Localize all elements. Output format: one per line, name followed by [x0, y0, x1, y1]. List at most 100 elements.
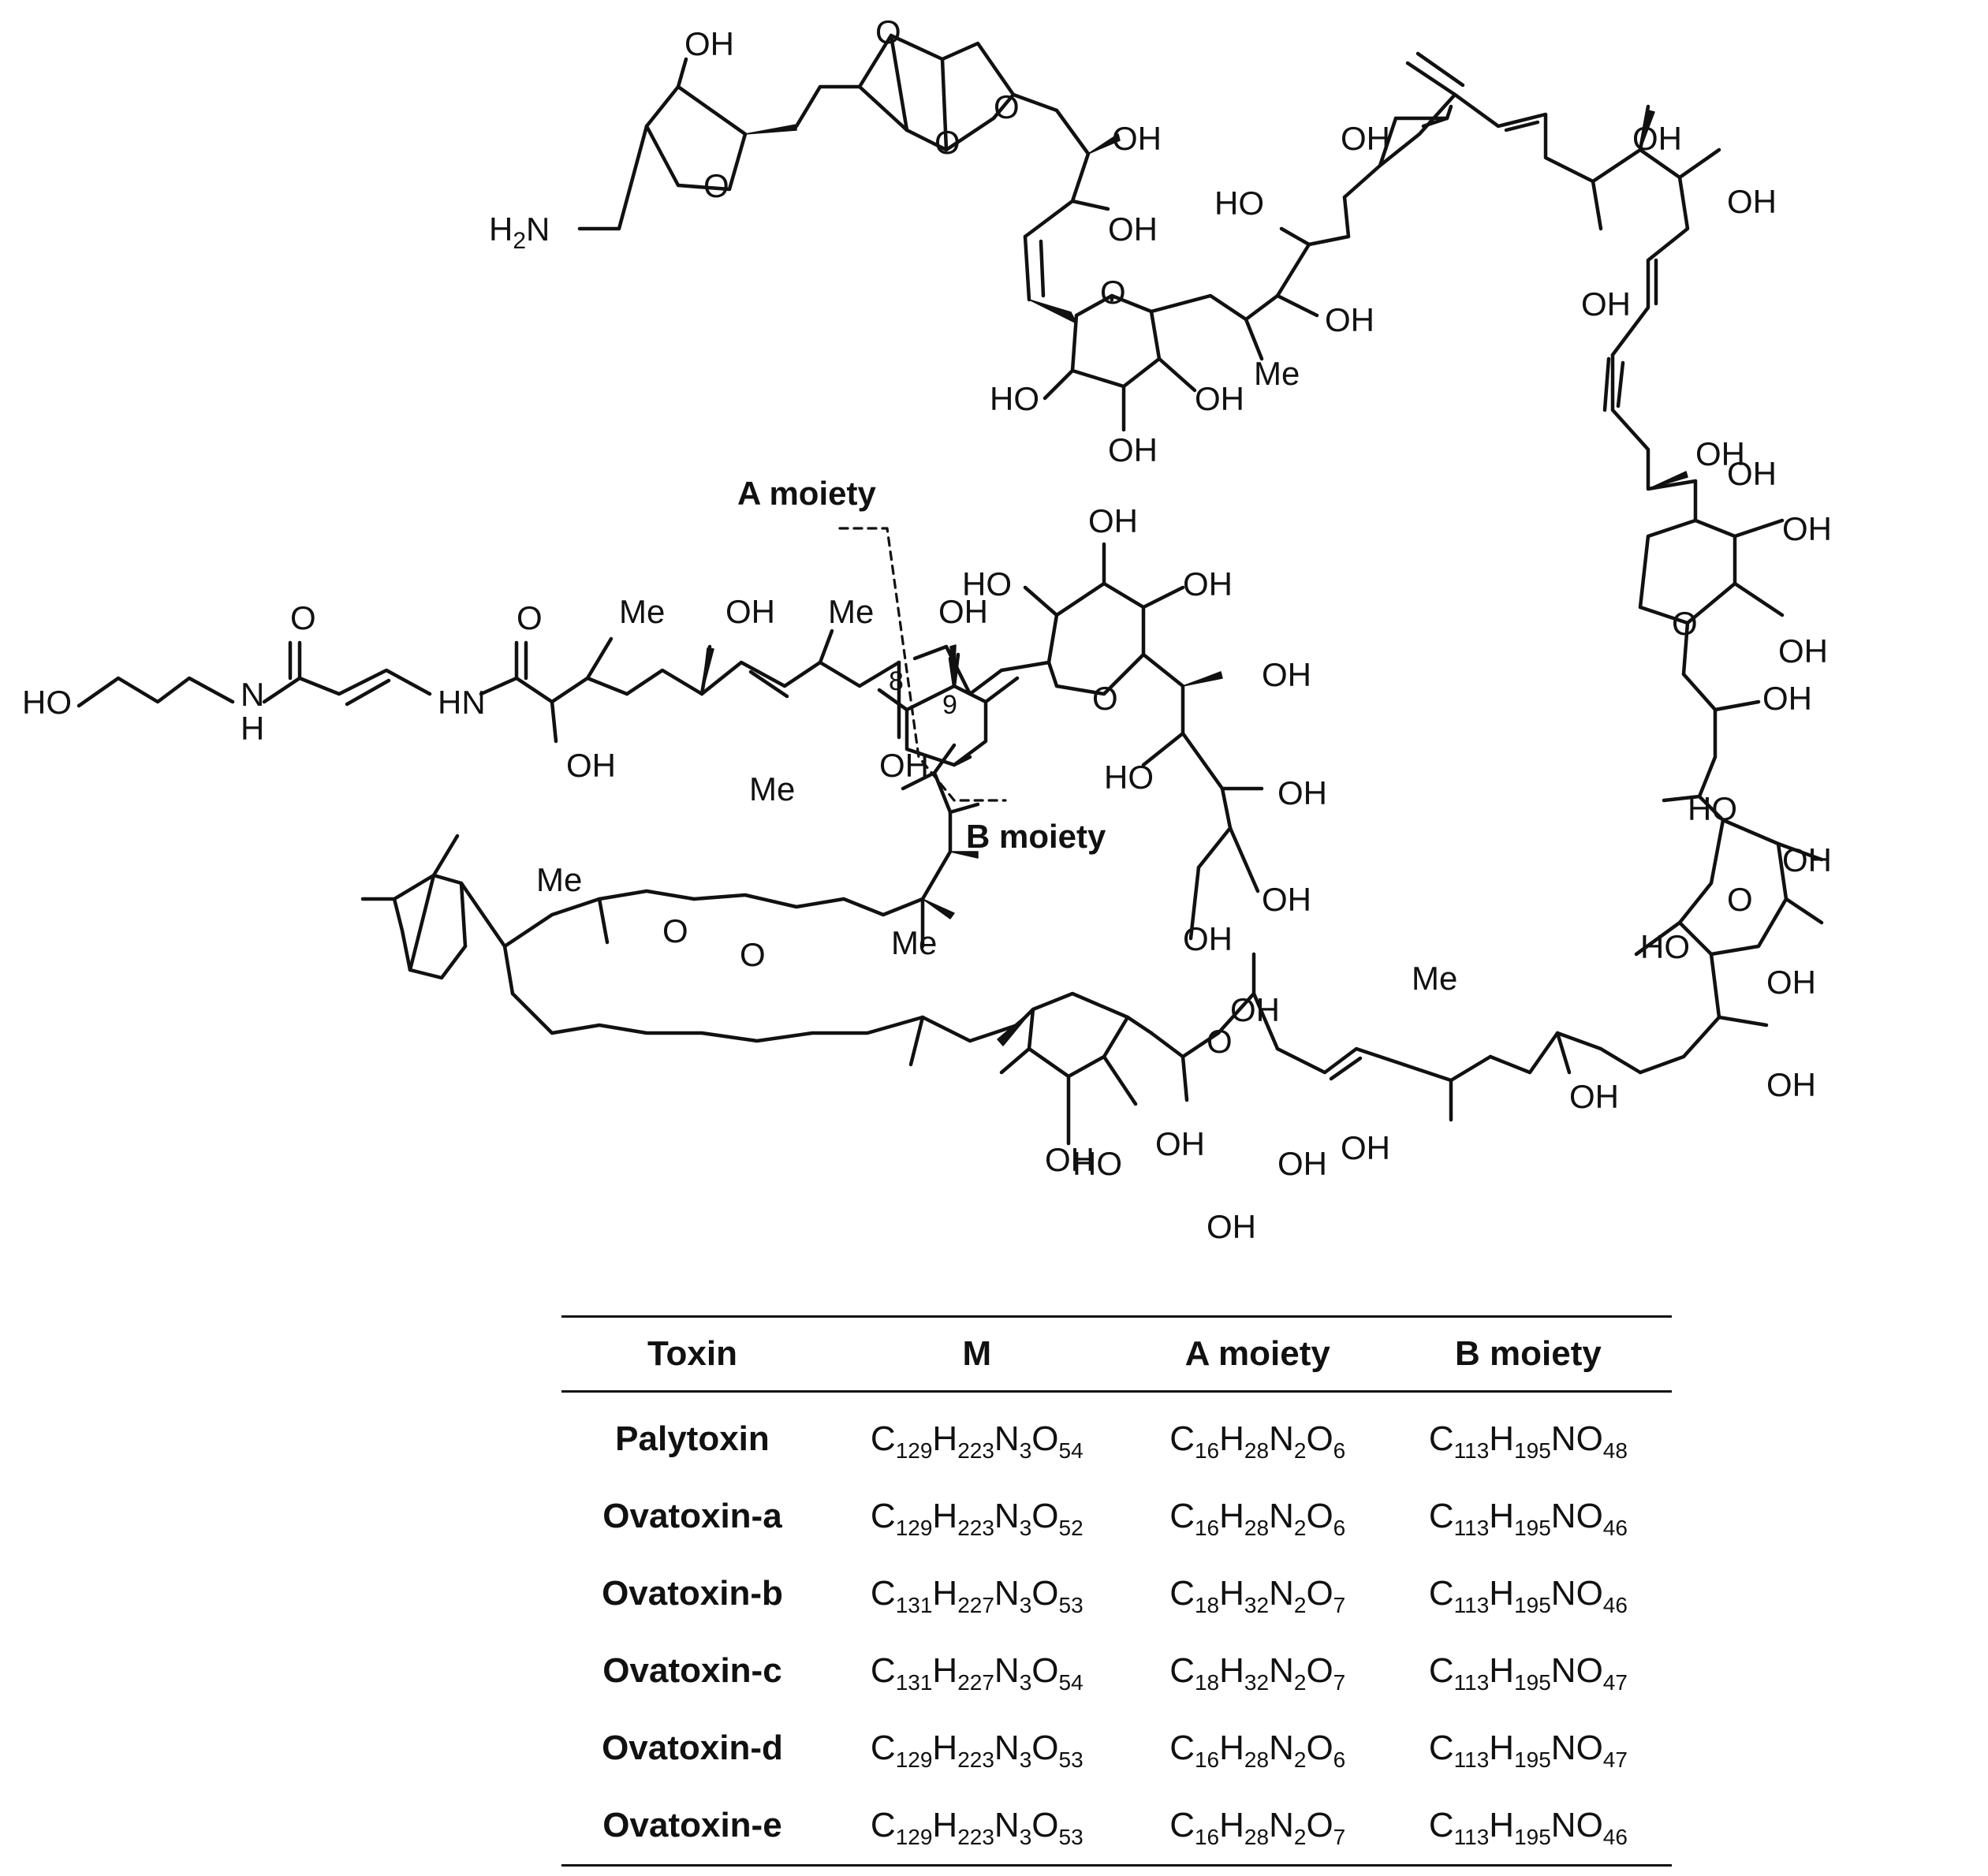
atom-label: HO [1072, 1145, 1122, 1182]
h-label: H [241, 710, 264, 747]
atom-label: OH [879, 747, 929, 784]
atom-label: O [517, 599, 543, 636]
toxin-name-cell: Ovatoxin-c [602, 1651, 782, 1690]
atom-label: OH [1207, 1208, 1256, 1245]
atom-label: OH [1766, 1066, 1816, 1103]
atom-label: O [1672, 605, 1698, 642]
atom-label: Me [1254, 355, 1300, 392]
formula-a-cell: C16H28N2O7 [1169, 1806, 1346, 1849]
atom-label: OH [1695, 435, 1745, 472]
formula-a-cell: C16H28N2O6 [1169, 1419, 1346, 1463]
header-a-moiety: A moiety [1184, 1334, 1330, 1373]
atom-label: HO [962, 565, 1012, 602]
atom-label: OH [1045, 1141, 1095, 1178]
table-header-row: Toxin M A moiety B moiety [561, 1316, 1672, 1392]
atom-label: OH [1277, 774, 1327, 811]
formula-m-cell: C129H223N3O53 [870, 1806, 1084, 1849]
atom-label: OH [1108, 211, 1158, 248]
atom-labels: OH O H2N O O O OH OH O HO OH OH Me OH HO… [22, 13, 1832, 1245]
atom-label: O [1092, 680, 1118, 717]
b-moiety-label: B moiety [966, 818, 1106, 855]
atom-label: OH [1581, 285, 1631, 323]
atom-label: OH [1183, 565, 1233, 602]
atom-label: O [703, 167, 729, 204]
atom-label: OH [1155, 1125, 1205, 1162]
atom-label: O [875, 13, 901, 50]
toxin-name-cell: Ovatoxin-b [602, 1574, 783, 1613]
atom-label: O [662, 912, 688, 949]
atom-label: OH [1762, 680, 1812, 717]
atom-label: OH [1778, 632, 1828, 669]
formula-m-cell: C129H223N3O54 [870, 1419, 1084, 1463]
atom-label: OH [1277, 1145, 1327, 1182]
atom-label: OH [1183, 920, 1233, 957]
atom-label: O [934, 124, 960, 161]
c9-number: 9 [942, 690, 957, 720]
atom-label: OH [1727, 183, 1777, 220]
atom-label: O [1100, 274, 1126, 311]
c8-number: 8 [889, 666, 904, 696]
atom-label: Me [891, 924, 937, 961]
atom-label: OH [1088, 502, 1138, 539]
toxin-name-cell: Palytoxin [615, 1419, 770, 1458]
atom-label: HO [1214, 185, 1264, 222]
atom-label: OH [1108, 431, 1158, 468]
atom-label: Me [1412, 960, 1457, 997]
formula-b-cell: C113H195NO48 [1428, 1419, 1628, 1463]
toxin-name-cell: Ovatoxin-d [602, 1729, 783, 1767]
atom-label: OH [566, 747, 616, 784]
atom-label: HO [1640, 928, 1690, 965]
header-m: M [962, 1334, 992, 1373]
atom-label: OH [1632, 120, 1682, 157]
atom-label: OH [1262, 656, 1311, 693]
toxin-name-cell: Ovatoxin-a [602, 1497, 782, 1535]
atom-label: OH [1727, 455, 1777, 492]
middle-chain-fragment [76, 542, 1264, 941]
formula-a-cell: C18H32N2O7 [1169, 1651, 1346, 1695]
formula-b-cell: C113H195NO46 [1428, 1806, 1628, 1849]
atom-label: O [994, 88, 1020, 125]
table-row: Ovatoxin-b C131H227N3O53 C18H32N2O7 C113H19… [561, 1555, 1672, 1632]
atom-label: HO [22, 684, 72, 721]
atom-label: OH [1230, 991, 1280, 1028]
atom-label: O [1207, 1023, 1233, 1060]
atom-label: Me [749, 770, 795, 807]
atom-label: O [740, 936, 766, 973]
formula-m-cell: C129H223N3O52 [870, 1497, 1084, 1540]
atom-label: OH [1782, 510, 1832, 547]
atom-label: OH [1195, 380, 1244, 417]
atom-label: Me [619, 593, 665, 630]
atom-label: Me [536, 861, 582, 898]
top-right-fragment [1378, 51, 1824, 1075]
atom-label: OH [684, 25, 734, 62]
formula-m-cell: C131H227N3O54 [870, 1651, 1084, 1695]
atom-label: OH [725, 593, 775, 630]
atom-label: OH [1325, 301, 1374, 338]
toxin-name-cell: Ovatoxin-e [602, 1806, 782, 1844]
atom-label: HO [1688, 790, 1737, 827]
formula-b-cell: C113H195NO46 [1428, 1574, 1628, 1617]
atom-label: OH [1262, 881, 1311, 918]
table-row: Palytoxin C129H223N3O54 C16H28N2O6 C113H195… [561, 1392, 1672, 1479]
atom-label: OH [1112, 120, 1162, 157]
a-moiety-label: A moiety [737, 475, 876, 512]
formula-m-cell: C131H227N3O53 [870, 1574, 1084, 1617]
atom-label: Me [828, 593, 874, 630]
formula-m-cell: C129H223N3O53 [870, 1729, 1084, 1772]
atom-label: OH [1341, 1129, 1390, 1166]
formula-b-cell: C113H195NO47 [1428, 1729, 1628, 1772]
atom-label: O [290, 599, 316, 636]
palytoxin-structure-diagram: OH O H2N O O O OH OH O HO OH OH Me OH HO… [22, 13, 1832, 1245]
header-b-moiety: B moiety [1455, 1334, 1602, 1373]
atom-label: OH [1782, 841, 1832, 878]
atom-label: O [1727, 881, 1753, 918]
h2n-label: H2N [489, 211, 550, 254]
hn-label: HN [438, 684, 486, 721]
atom-label: OH [1766, 964, 1816, 1001]
formula-a-cell: C18H32N2O7 [1169, 1574, 1346, 1617]
atom-label: OH [1569, 1078, 1619, 1115]
